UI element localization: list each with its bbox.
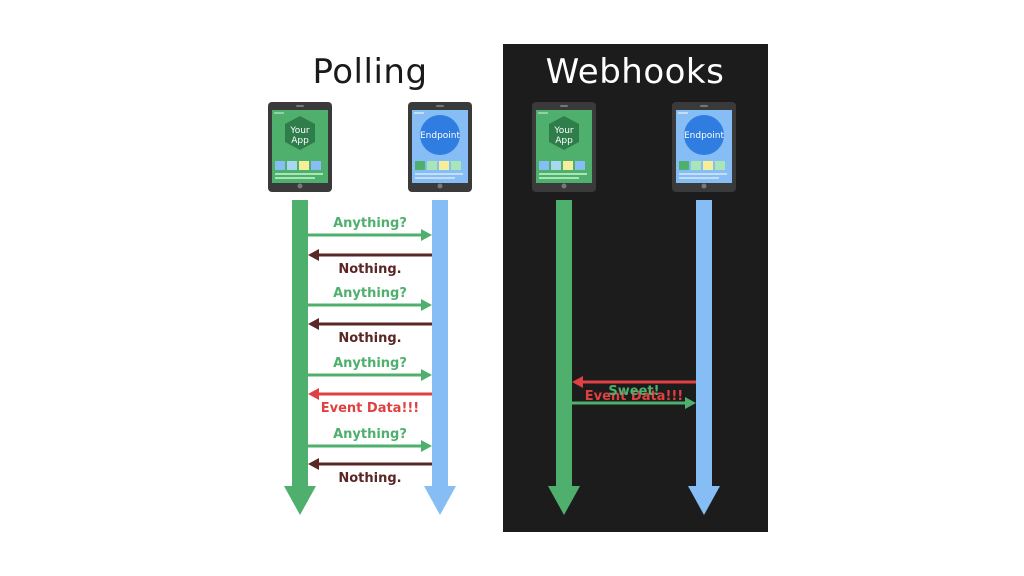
- message-label: Anything?: [333, 286, 407, 301]
- polling-messages: Anything? Nothing. Anything? Nothing. Anythi…: [308, 216, 432, 486]
- message-label: Sweet!: [608, 384, 659, 399]
- message-arrow: Nothing.: [308, 318, 432, 346]
- polling-app-device: Your App: [268, 102, 332, 192]
- message-label: Nothing.: [338, 331, 401, 346]
- hexagon-icon: [285, 116, 315, 150]
- message-label: Nothing.: [338, 471, 401, 486]
- message-label: Event Data!!!: [321, 401, 420, 416]
- arrowhead-icon: [308, 318, 319, 330]
- app-label-line1: Your: [553, 126, 574, 136]
- message-arrow: Anything?: [308, 216, 432, 241]
- endpoint-label: Endpoint: [420, 131, 461, 141]
- arrowhead-icon: [421, 299, 432, 311]
- hexagon-icon: [549, 116, 579, 150]
- message-label: Anything?: [333, 356, 407, 371]
- message-arrow: Anything?: [308, 427, 432, 452]
- webhooks-app-timeline: [548, 200, 580, 515]
- message-label: Event Data!!!: [585, 389, 684, 404]
- arrowhead-icon: [685, 397, 696, 409]
- polling-app-timeline: [284, 200, 316, 515]
- endpoint-circle-icon: [684, 115, 724, 155]
- app-label-line2: App: [291, 136, 309, 146]
- message-label: Anything?: [333, 427, 407, 442]
- arrowhead-icon: [421, 369, 432, 381]
- message-arrow: Event Data!!!: [308, 388, 432, 416]
- app-label-line2: App: [555, 136, 573, 146]
- webhooks-title: Webhooks: [545, 52, 725, 92]
- webhooks-endpoint-device: Endpoint: [672, 102, 736, 192]
- webhooks-app-device: Your App: [532, 102, 596, 192]
- polling-title: Polling: [312, 52, 428, 92]
- arrowhead-icon: [421, 229, 432, 241]
- message-label: Nothing.: [338, 262, 401, 277]
- message-arrow: Anything?: [308, 286, 432, 311]
- arrowhead-icon: [308, 388, 319, 400]
- endpoint-label: Endpoint: [684, 131, 725, 141]
- polling-endpoint-timeline: [424, 200, 456, 515]
- arrowhead-icon: [572, 376, 583, 388]
- message-arrow: Anything?: [308, 356, 432, 381]
- message-arrow: Nothing.: [308, 249, 432, 277]
- polling-endpoint-device: Endpoint: [408, 102, 472, 192]
- arrowhead-icon: [421, 440, 432, 452]
- arrowhead-icon: [308, 249, 319, 261]
- app-label-line1: Your: [289, 126, 310, 136]
- webhooks-endpoint-timeline: [688, 200, 720, 515]
- webhook-messages: Event Data!!!Sweet!: [572, 376, 696, 409]
- message-label: Anything?: [333, 216, 407, 231]
- message-arrow: Nothing.: [308, 458, 432, 486]
- message-arrow: Sweet!: [572, 384, 696, 409]
- arrowhead-icon: [308, 458, 319, 470]
- endpoint-circle-icon: [420, 115, 460, 155]
- message-arrow: Event Data!!!: [572, 376, 696, 404]
